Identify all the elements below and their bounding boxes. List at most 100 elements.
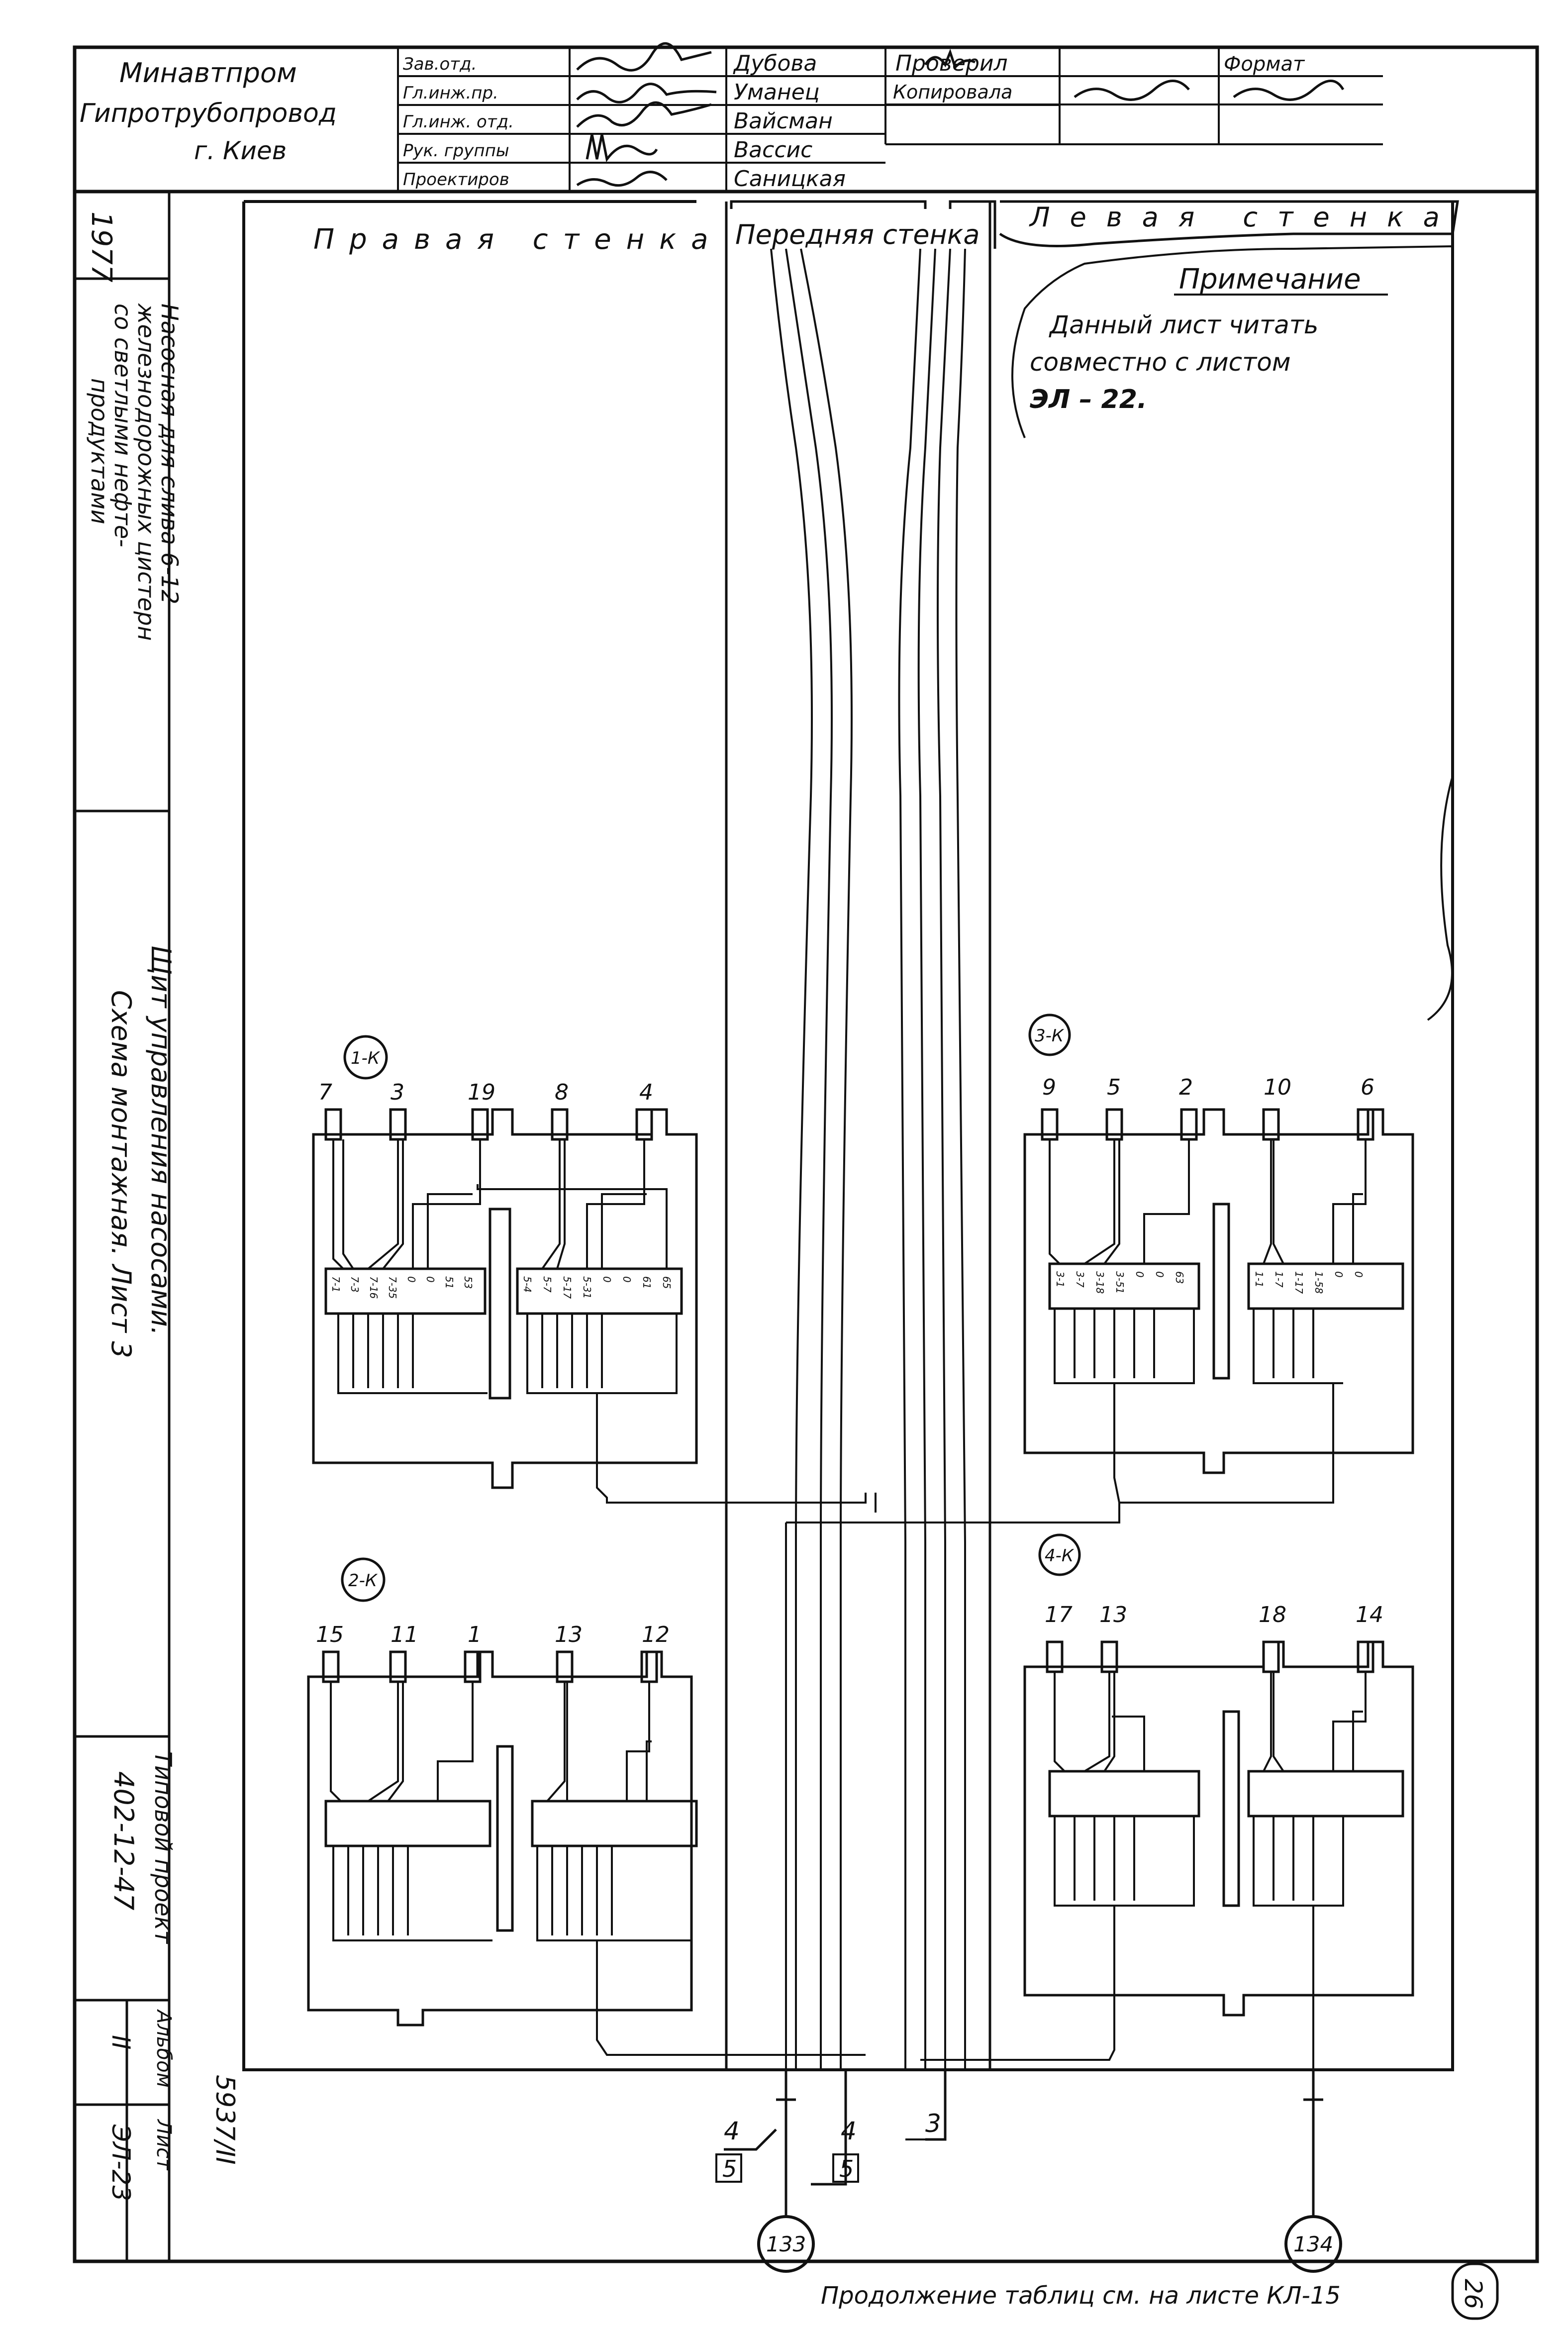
- strip-3k-l-0: 3-1: [1054, 1271, 1066, 1288]
- side-stamp: [75, 192, 171, 2261]
- strip-1k-l-2: 7-16: [368, 1276, 380, 1299]
- name-4: Саницкая: [734, 166, 846, 192]
- page-number-box: [1451, 2262, 1499, 2320]
- strip-1k-r-7: 65: [661, 1276, 673, 1289]
- cable-1-bottom-box: [715, 2153, 742, 2183]
- motor-134-icon: [1284, 2215, 1342, 2273]
- strip-1k-r-5: 0: [621, 1276, 633, 1283]
- project-title-4: продуктами: [86, 378, 113, 524]
- name-0: Дубова: [733, 51, 817, 76]
- panel-3k-term-3: 10: [1264, 1075, 1291, 1100]
- strip-3k-r-1: 1-7: [1273, 1271, 1285, 1288]
- strip-1k-l-3: 7-35: [387, 1276, 398, 1299]
- typical-project-label: Типовой проект: [150, 1751, 177, 1944]
- panel-1k-term-2: 19: [468, 1080, 495, 1105]
- panel-3k-badge: [1028, 1014, 1071, 1056]
- cable-2-bottom-box: [832, 2153, 859, 2183]
- strip-1k-r-4: 0: [601, 1276, 613, 1283]
- strip-1k-r-3: 5-31: [581, 1276, 593, 1299]
- panel-2k-term-0: 15: [316, 1622, 344, 1647]
- note-heading: Примечание: [1179, 263, 1361, 296]
- strip-3k-r-0: 1-1: [1253, 1271, 1265, 1288]
- strip-3k-r-3: 1-58: [1313, 1271, 1325, 1294]
- cable-1-bottom: 5: [722, 2155, 737, 2182]
- strip-1k-l-4: 0: [405, 1276, 417, 1283]
- cable-2-bottom: 5: [839, 2155, 854, 2182]
- strip-1k-r-0: 5-4: [521, 1276, 533, 1293]
- note-line1: Данный лист читать: [1049, 310, 1318, 339]
- sheet-title-1: Щит управления насосами.: [145, 945, 177, 1335]
- name-3: Вассис: [734, 137, 812, 163]
- org-line2: Гипротрубопровод: [80, 99, 337, 128]
- panel-2k-term-1: 11: [391, 1622, 418, 1647]
- strip-3k-l-2: 3-18: [1094, 1271, 1106, 1294]
- page-number: 26: [1459, 2279, 1487, 2309]
- panel-4k-badge: [1038, 1533, 1081, 1576]
- strip-1k-l-5: 0: [424, 1276, 436, 1283]
- panel-4k-wires: [920, 1672, 1367, 2070]
- sheet-number: ЭЛ-23: [106, 2124, 135, 2201]
- signatures: [576, 42, 1345, 187]
- cable-3-label: 3: [925, 2109, 941, 2138]
- strip-1k-l-6: 51: [443, 1276, 455, 1289]
- note-line3: ЭЛ – 22.: [1030, 385, 1147, 414]
- name-1: Уманец: [734, 80, 820, 105]
- panel-1k-badge: [343, 1035, 388, 1080]
- panel-4k-term-2: 18: [1259, 1602, 1286, 1627]
- title-block: [397, 47, 1383, 192]
- panel-2k-term-2: 1: [468, 1622, 482, 1647]
- panel-3k-id: 3-К: [1035, 1026, 1065, 1046]
- role-4: Проектиров: [403, 170, 509, 190]
- motor-134-label: 134: [1293, 2232, 1333, 2256]
- panel-4k-id: 4-К: [1045, 1546, 1075, 1566]
- note-area-boundary: [1011, 245, 1454, 1021]
- panel-2k-wires: [330, 1682, 866, 2056]
- strip-3k-r-2: 1-17: [1293, 1271, 1305, 1294]
- format-label: Формат: [1224, 53, 1305, 76]
- strip-1k-l-0: 7-1: [330, 1276, 342, 1293]
- panel-1k-term-0: 7: [318, 1080, 332, 1105]
- sheet-title-2: Схема монтажная. Лист 3: [105, 990, 137, 1358]
- panel-3k-term-0: 9: [1042, 1075, 1056, 1100]
- wall-left-label: Левая стенка: [1029, 202, 1460, 233]
- motor-133-label: 133: [766, 2232, 806, 2256]
- org-line1: Минавтпром: [119, 57, 297, 89]
- sheet-label: Лист: [152, 2119, 175, 2171]
- strip-1k-r-2: 5-17: [561, 1276, 573, 1299]
- trunk-lines: [785, 1493, 1120, 2070]
- panel-3k-term-1: 5: [1107, 1075, 1121, 1100]
- project-title-2: железнодорожных цистерн: [133, 303, 160, 641]
- panel-4k: [1023, 1640, 1414, 2017]
- panel-4k-term-0: 17: [1045, 1602, 1073, 1627]
- inventory-number: 5937/II: [210, 2075, 240, 2165]
- panel-3k-term-2: 2: [1179, 1075, 1193, 1100]
- wall-enclosure: [242, 200, 1454, 2071]
- wall-label-brackets: [730, 200, 1459, 249]
- motor-133-icon: [757, 2215, 815, 2273]
- panel-4k-term-1: 13: [1099, 1602, 1127, 1627]
- strip-1k-r-1: 5-7: [541, 1276, 553, 1293]
- strip-3k-l-5: 0: [1154, 1271, 1166, 1278]
- org-line3: г. Киев: [194, 136, 287, 165]
- role-3: Рук. группы: [403, 141, 509, 161]
- panel-3k-term-4: 6: [1361, 1075, 1374, 1100]
- panel-1k-wires: [332, 1139, 867, 1504]
- panel-2k-term-4: 12: [642, 1622, 670, 1647]
- strip-1k-l-1: 7-3: [349, 1276, 361, 1293]
- panel-1k-term-4: 4: [639, 1080, 653, 1105]
- strip-3k-l-1: 3-7: [1074, 1271, 1086, 1288]
- wall-right-label: Правая стенка: [313, 223, 723, 256]
- project-title-3: со светлыми нефте-: [109, 304, 136, 547]
- role-0: Зав.отд.: [403, 54, 477, 74]
- panel-2k-badge: [341, 1557, 386, 1602]
- album-label: Альбом: [152, 2009, 175, 2088]
- panel-2k-id: 2-К: [348, 1571, 378, 1591]
- name-2: Вайсман: [734, 108, 833, 134]
- strip-3k-l-6: 63: [1174, 1271, 1185, 1284]
- stamp-year: 1977: [85, 211, 117, 283]
- role-1: Гл.инж.пр.: [403, 83, 498, 103]
- panel-2k-term-3: 13: [555, 1622, 583, 1647]
- strip-3k-r-4: 0: [1333, 1271, 1345, 1278]
- wall-front-label: Передняя стенка: [735, 219, 980, 250]
